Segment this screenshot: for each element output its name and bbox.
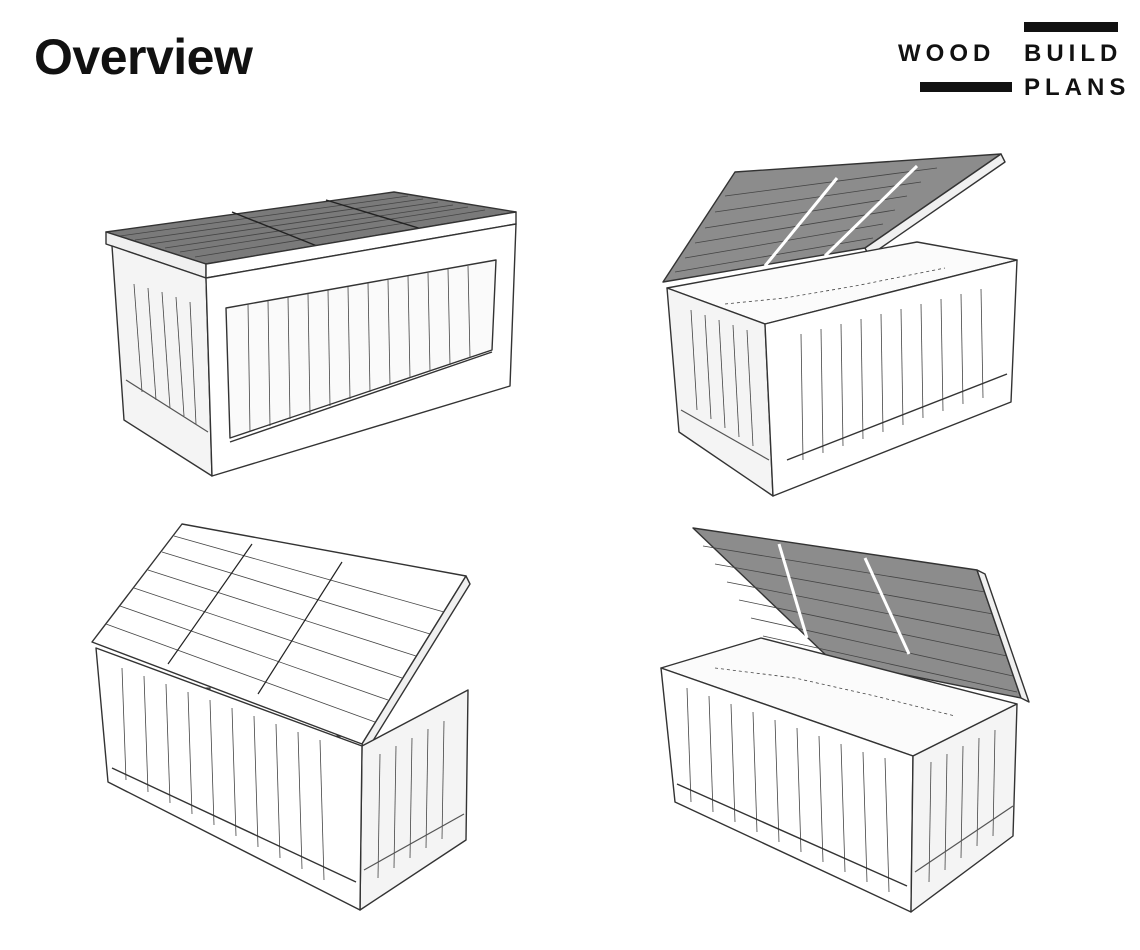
- side-slat-lines: [680, 309, 770, 461]
- chest-illustration: [91, 523, 471, 911]
- logo-bar-top: [1024, 22, 1118, 32]
- chest-side-panel: [910, 703, 1018, 913]
- logo-bar-bottom: [920, 82, 1012, 92]
- front-bottom-rail: [111, 767, 357, 883]
- chest-side-panel: [111, 245, 213, 477]
- side-slat-lines: [363, 720, 465, 879]
- chest-front-panel: [764, 259, 1018, 497]
- chest-illustration: [660, 527, 1030, 913]
- side-slat-lines: [125, 283, 209, 433]
- front-slat-lines: [800, 288, 984, 461]
- interior-slat-holes: [724, 267, 946, 305]
- interior-slat-holes: [714, 667, 956, 717]
- front-bottom-rail: [786, 373, 1008, 461]
- page-title: Overview: [34, 29, 253, 85]
- logo-word-build: BUILD: [1024, 40, 1123, 67]
- chest-view-closed: [105, 191, 517, 477]
- open-lid-edge: [976, 569, 1030, 703]
- chest-front-panel: [95, 647, 363, 911]
- front-slat-lines: [247, 265, 471, 433]
- lid-slat-lines: [702, 543, 1018, 693]
- lid-slat-lines: [119, 195, 486, 258]
- front-slat-lines: [121, 667, 325, 881]
- front-bottom-rail: [676, 783, 908, 887]
- logo-word-wood: WOOD: [898, 40, 996, 67]
- chest-view-open-right: [662, 153, 1018, 497]
- lid-slat-lines: [674, 164, 938, 273]
- front-slat-lines: [686, 687, 890, 893]
- brand-logo: WOOD BUILD PLANS: [896, 20, 1126, 100]
- chest-view-open-left: [660, 527, 1030, 913]
- chest-illustration: [105, 191, 517, 477]
- logo-word-plans: PLANS: [1024, 74, 1131, 101]
- lid-slat-lines: [105, 535, 445, 723]
- front-bottom-rail: [229, 351, 493, 443]
- chest-illustration: [662, 153, 1018, 497]
- side-slat-lines: [914, 729, 1014, 883]
- chest-view-open-hinges: [91, 523, 471, 911]
